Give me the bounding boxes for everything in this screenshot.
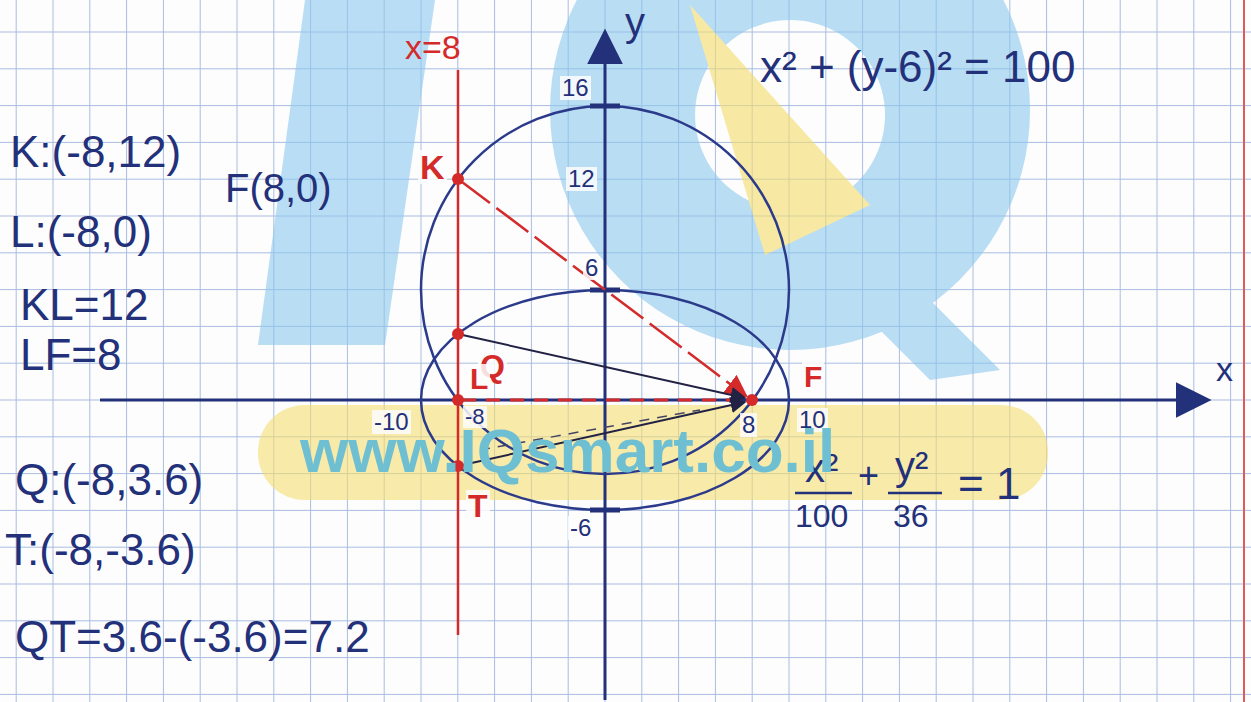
point-coordinates: T:(-8,-3.6)	[5, 528, 196, 572]
length-note: KL=12	[20, 283, 148, 327]
point-coordinates: L:(-8,0)	[10, 210, 152, 254]
point-coordinates: F(8,0)	[225, 168, 332, 208]
circle-curve	[421, 106, 789, 474]
segment-kf	[458, 179, 746, 396]
axis-label: y	[625, 2, 645, 42]
tick-number: 6	[583, 256, 600, 280]
length-note: QT=3.6-(-3.6)=7.2	[15, 615, 370, 659]
dashed-segment	[462, 399, 748, 402]
grid-line	[0, 400, 1251, 401]
vertical-line	[457, 70, 460, 635]
point-coordinates: K:(-8,12)	[10, 130, 181, 174]
segment-qf	[458, 334, 745, 398]
point-label: T	[466, 490, 490, 522]
grid-line	[0, 363, 1251, 364]
point-label: K	[418, 150, 447, 184]
line-equation: x=8	[405, 30, 461, 64]
circle-equation: x² + (y-6)² = 100	[760, 45, 1075, 89]
fraction-bar	[888, 492, 942, 495]
x-axis	[100, 399, 1208, 402]
ellipse-equation: = 1	[958, 462, 1020, 506]
watermark: www.IQsmart.co.il	[300, 420, 835, 482]
point-coordinates: Q:(-8,3.6)	[15, 458, 203, 502]
length-note: LF=8	[20, 333, 122, 377]
ellipse-equation: 100	[795, 500, 848, 532]
point-label: L	[468, 364, 490, 394]
ellipse-equation: +	[858, 458, 879, 494]
tick-number: 16	[560, 76, 591, 100]
grid-line	[0, 326, 1251, 327]
tick-number: 12	[566, 167, 597, 191]
ellipse-equation: 36	[893, 500, 929, 532]
ellipse-equation: y²	[895, 446, 928, 486]
margin-line	[1243, 0, 1245, 702]
grid-line	[457, 0, 458, 702]
tick-number: -6	[568, 516, 593, 540]
axis-label: x	[1216, 352, 1233, 386]
grid-line	[0, 694, 1251, 695]
point-label: F	[802, 362, 824, 392]
fraction-bar	[795, 492, 852, 495]
grid-line	[0, 584, 1251, 585]
